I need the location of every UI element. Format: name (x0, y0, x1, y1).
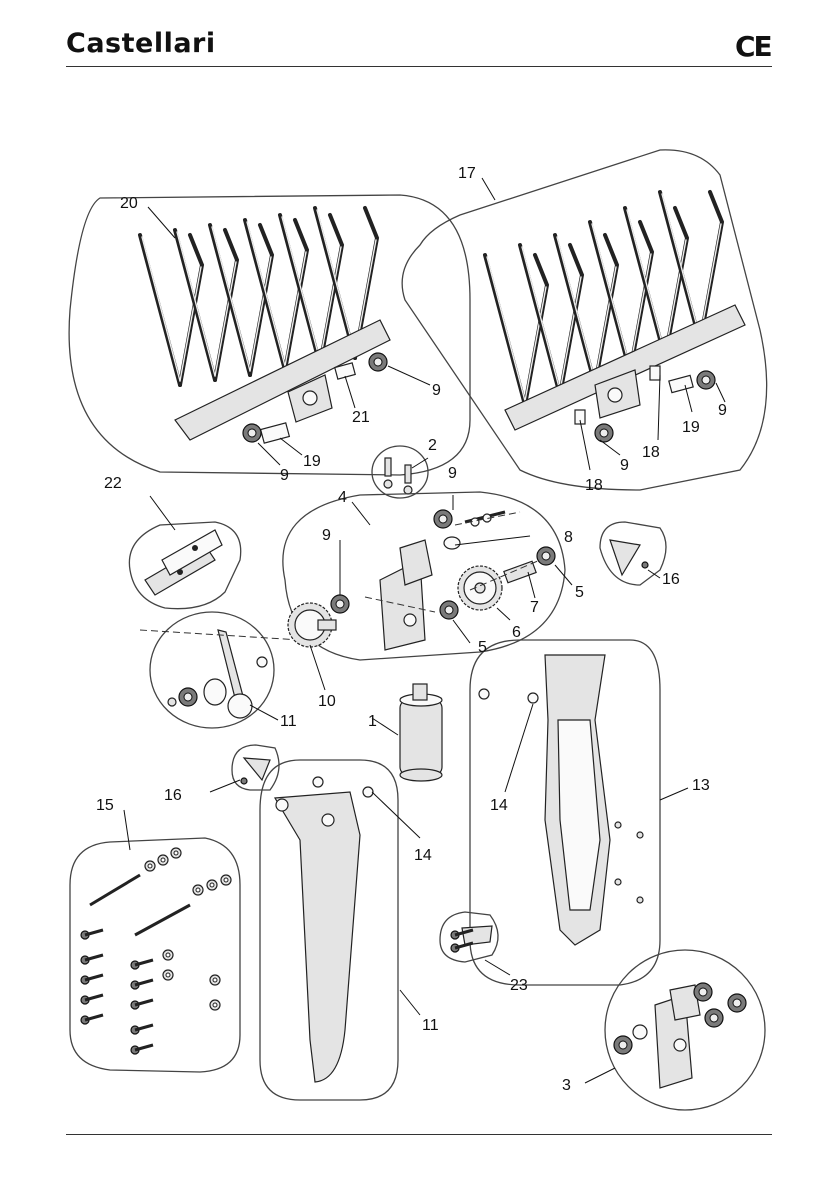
callout-17: 17 (458, 165, 476, 182)
callout-11: 11 (422, 1017, 439, 1034)
callout-20: 20 (120, 195, 138, 212)
callout-6: 6 (512, 624, 521, 641)
callout-9: 9 (620, 457, 629, 474)
callout-23: 23 (510, 977, 528, 994)
callout-8: 8 (564, 529, 573, 546)
callout-9: 9 (432, 382, 441, 399)
callout-16: 16 (662, 571, 680, 588)
callout-9: 9 (718, 402, 727, 419)
callout-16: 16 (164, 787, 182, 804)
callout-18: 18 (642, 444, 660, 461)
callout-13: 13 (692, 777, 710, 794)
callout-3: 3 (562, 1077, 571, 1094)
callout-5: 5 (478, 639, 487, 656)
callout-11: 11 (280, 713, 297, 730)
bolt-kit-15 (70, 838, 240, 1072)
callout-19: 19 (303, 453, 321, 470)
seal-set-11 (140, 612, 300, 728)
callout-14: 14 (490, 797, 508, 814)
plate-23 (440, 912, 498, 962)
comb-20-group (69, 195, 470, 475)
callout-9: 9 (448, 465, 457, 482)
chain-link-22 (129, 522, 240, 609)
callout-10: 10 (318, 693, 336, 710)
callout-22: 22 (104, 475, 122, 492)
motor-1 (400, 684, 442, 781)
callout-2: 2 (428, 437, 437, 454)
callout-9: 9 (280, 467, 289, 484)
callout-9: 9 (322, 527, 331, 544)
callout-7: 7 (530, 599, 539, 616)
callout-5: 5 (575, 584, 584, 601)
callout-21: 21 (352, 409, 370, 426)
callout-14: 14 (414, 847, 432, 864)
callout-4: 4 (338, 489, 347, 506)
bracket-assembly-3 (605, 950, 765, 1110)
callout-1: 1 (368, 713, 377, 730)
handle-half-11 (260, 760, 398, 1100)
callout-15: 15 (96, 797, 114, 814)
callout-19: 19 (682, 419, 700, 436)
gear-10 (288, 603, 336, 647)
comb-17-group (402, 150, 767, 490)
callout-18: 18 (585, 477, 603, 494)
bracket-16-bottom (232, 745, 279, 790)
